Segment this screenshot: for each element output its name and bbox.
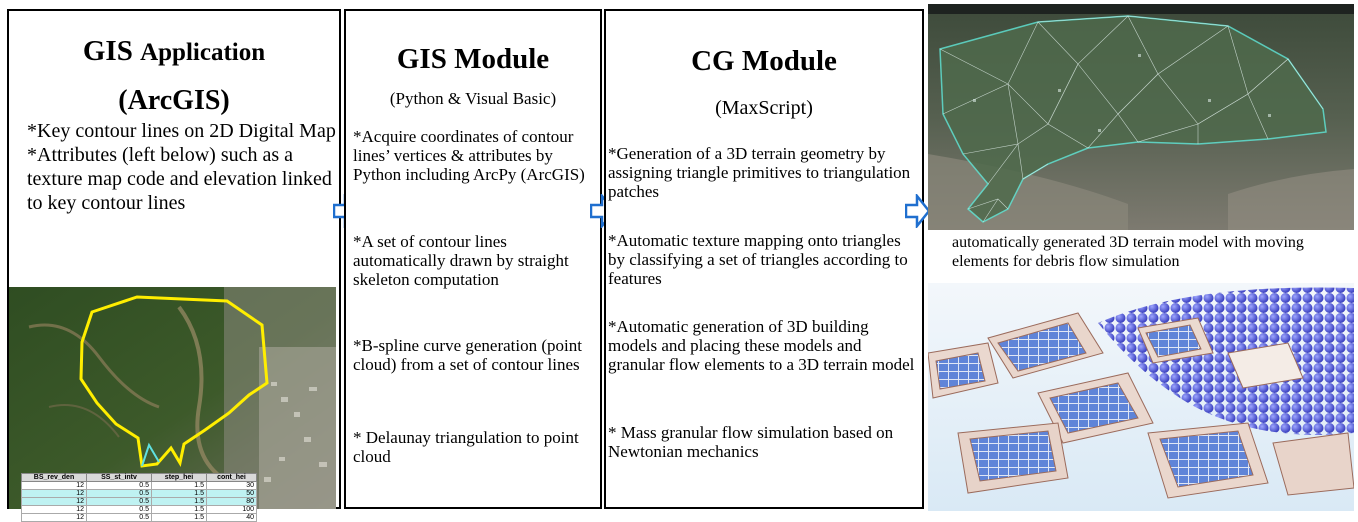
gis-module-panel: GIS Module (Python & Visual Basic) *Acqu… xyxy=(344,9,602,509)
cg-module-title: CG Module xyxy=(691,45,837,77)
gis-module-item: *A set of contour lines automatically dr… xyxy=(353,232,569,289)
cg-module-item: *Generation of a 3D terrain geometry by … xyxy=(608,144,911,201)
terrain-caption: automatically generated 3D terrain model… xyxy=(952,234,1304,270)
title-rest: Application xyxy=(140,39,266,66)
gis-application-subtitle: (ArcGIS) xyxy=(118,85,230,116)
column-header: cont_hei xyxy=(206,473,257,482)
table-cell: 1.5 xyxy=(151,513,207,522)
table-row: 12 0.5 1.5 50 xyxy=(21,489,257,498)
table-cell: 12 xyxy=(21,481,87,490)
table-cell: 1.5 xyxy=(151,497,207,506)
gis-application-description: *Key contour lines on 2D Digital Map *At… xyxy=(27,120,336,214)
gis-module-title: GIS Module xyxy=(396,43,550,75)
table-cell: 50 xyxy=(206,489,257,498)
table-cell: 80 xyxy=(206,497,257,506)
table-row: 12 0.5 1.5 40 xyxy=(21,513,257,522)
table-cell: 12 xyxy=(21,513,87,522)
debris-flow-simulation-image xyxy=(928,283,1354,511)
table-cell: 12 xyxy=(21,505,87,514)
column-header: BS_rev_den xyxy=(21,473,87,482)
table-header-row: BS_rev_den SS_st_intv step_hei cont_hei xyxy=(21,473,257,482)
table-cell: 1.5 xyxy=(151,481,207,490)
gis-application-title: GIS Application xyxy=(9,35,339,68)
gis-module-item: *Acquire coordinates of contour lines’ v… xyxy=(353,127,585,184)
table-row: 12 0.5 1.5 30 xyxy=(21,481,257,490)
table-cell: 0.5 xyxy=(86,497,152,506)
table-cell: 12 xyxy=(21,497,87,506)
table-cell: 0.5 xyxy=(86,505,152,514)
table-row: 12 0.5 1.5 100 xyxy=(21,505,257,514)
table-cell: 40 xyxy=(206,513,257,522)
cg-module-subtitle: (MaxScript) xyxy=(715,97,813,119)
title-main: GIS xyxy=(82,35,133,67)
gis-application-panel: GIS Application (ArcGIS) *Key contour li… xyxy=(7,9,341,522)
gis-module-subtitle: (Python & Visual Basic) xyxy=(389,89,557,108)
terrain-model-image xyxy=(928,4,1354,230)
column-header: step_hei xyxy=(151,473,207,482)
table-cell: 1.5 xyxy=(151,505,207,514)
table-cell: 30 xyxy=(206,481,257,490)
gis-module-item: *B-spline curve generation (point cloud)… xyxy=(353,336,582,374)
table-row: 12 0.5 1.5 80 xyxy=(21,497,257,506)
arrow-right-icon xyxy=(905,194,931,228)
table-cell: 0.5 xyxy=(86,481,152,490)
gis-module-item: * Delaunay triangulation to point cloud xyxy=(353,428,579,466)
cg-module-item: * Mass granular flow simulation based on… xyxy=(608,423,894,461)
column-header: SS_st_intv xyxy=(86,473,152,482)
cg-module-panel: CG Module (MaxScript) *Generation of a 3… xyxy=(604,9,924,509)
digital-map-image xyxy=(9,287,336,509)
attribute-table: BS_rev_den SS_st_intv step_hei cont_hei … xyxy=(21,473,257,522)
table-cell: 100 xyxy=(206,505,257,514)
table-cell: 0.5 xyxy=(86,489,152,498)
table-cell: 12 xyxy=(21,489,87,498)
cg-module-item: *Automatic texture mapping onto triangle… xyxy=(608,231,908,288)
contour-outline xyxy=(79,295,269,468)
table-cell: 1.5 xyxy=(151,489,207,498)
table-cell: 0.5 xyxy=(86,513,152,522)
cg-module-item: *Automatic generation of 3D building mod… xyxy=(608,317,915,374)
